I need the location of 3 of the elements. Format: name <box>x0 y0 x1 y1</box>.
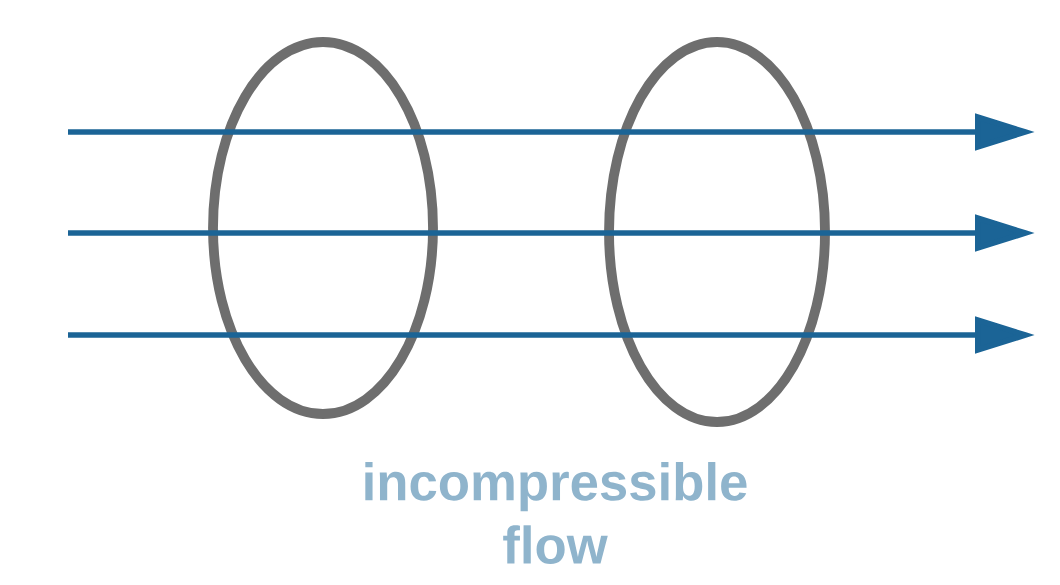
loop-ellipse <box>604 37 830 427</box>
caption: incompressible flow <box>365 462 747 564</box>
loop-ellipse <box>208 37 438 419</box>
